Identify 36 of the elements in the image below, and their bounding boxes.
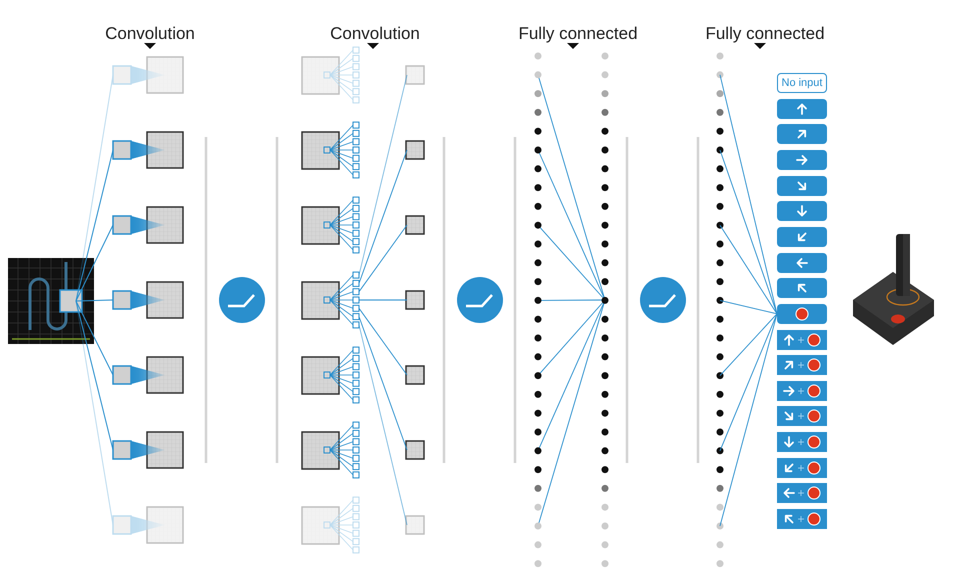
action-button (777, 201, 827, 222)
plus-sign: + (797, 410, 804, 422)
action-option: No input (777, 73, 827, 93)
connection-line (720, 313, 778, 452)
action-button (777, 98, 827, 119)
layer-label: Fully connected (518, 24, 638, 44)
action-button (777, 355, 827, 376)
action-button (777, 458, 827, 478)
layer-label: Convolution (330, 24, 420, 44)
layer-label: Convolution (105, 24, 195, 44)
action-button (777, 330, 827, 350)
connection-line (720, 313, 778, 526)
action-button (777, 252, 827, 273)
connection-line (720, 224, 778, 314)
plus-sign: + (797, 462, 804, 474)
connection-line (720, 313, 778, 376)
plus-sign: + (797, 436, 804, 448)
action-button (777, 432, 827, 452)
action-button (777, 509, 827, 530)
action-button (777, 278, 827, 298)
plus-sign: + (797, 359, 804, 372)
connection-line (720, 300, 778, 314)
action-button (777, 304, 827, 324)
action-button (777, 150, 827, 170)
layer-label: Fully connected (705, 24, 825, 44)
action-button (777, 483, 827, 504)
action-button (777, 406, 827, 426)
action-button (777, 226, 827, 247)
plus-sign: + (797, 487, 804, 500)
action-button (777, 176, 827, 196)
plus-sign: + (797, 334, 804, 346)
plus-sign: + (797, 384, 804, 397)
connection-line (720, 150, 778, 314)
plus-sign: + (797, 513, 804, 526)
action-button (777, 124, 827, 144)
action-button (777, 380, 827, 401)
